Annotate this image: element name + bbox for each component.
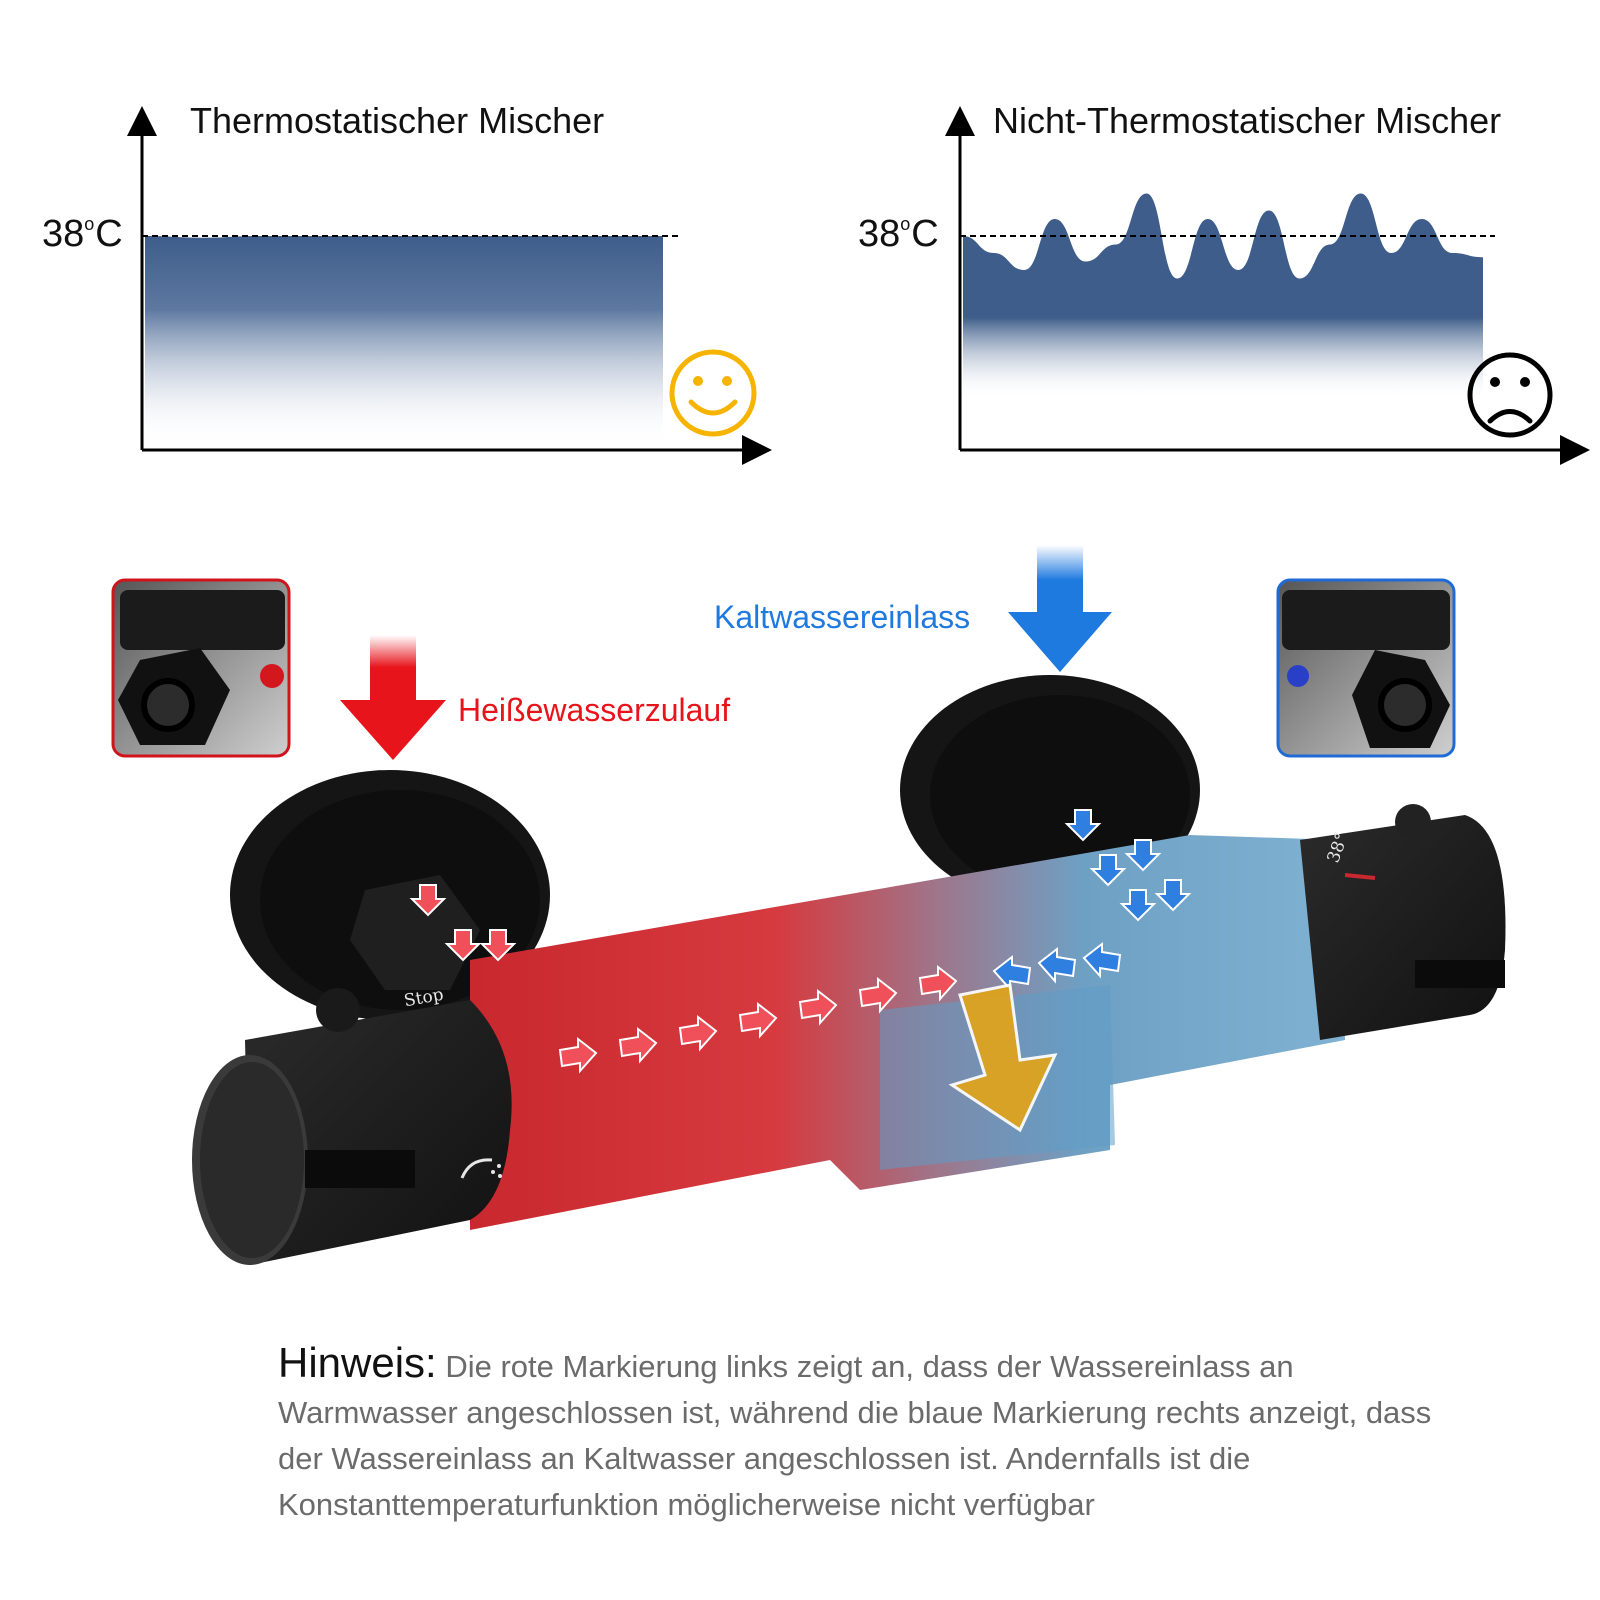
chart-thermostatic bbox=[127, 106, 772, 465]
hot-wall-escutcheon bbox=[230, 770, 550, 1020]
hot-inlet-arrow-icon bbox=[340, 635, 446, 760]
chart-non-thermostatic bbox=[945, 106, 1590, 465]
temperature-handle bbox=[1300, 804, 1506, 1040]
chart-title-thermostatic: Thermostatischer Mischer bbox=[190, 100, 605, 141]
valve-body bbox=[470, 835, 1345, 1230]
cold-inlet-label: Kaltwassereinlass bbox=[714, 599, 971, 635]
note-text: Die rote Markierung links zeigt an, dass… bbox=[278, 1349, 1432, 1522]
shower-icon bbox=[460, 1158, 502, 1179]
flow-handle bbox=[192, 988, 512, 1265]
cold-connection-thumbnail bbox=[1276, 578, 1456, 758]
chart-title-non-thermostatic: Nicht-Thermostatischer Mischer bbox=[993, 100, 1502, 141]
sad-face-icon bbox=[1467, 352, 1553, 438]
hot-flow-arrows bbox=[409, 884, 958, 1074]
cold-flow-arrows bbox=[992, 809, 1192, 992]
happy-face-icon bbox=[669, 349, 757, 437]
note-lead: Hinweis: bbox=[278, 1339, 437, 1386]
hot-connection-thumbnail bbox=[111, 578, 291, 758]
area-thermostatic bbox=[145, 236, 663, 446]
note-paragraph: Hinweis: Die rote Markierung links zeigt… bbox=[278, 1340, 1438, 1528]
reference-label-right: 38oC bbox=[858, 213, 939, 255]
reference-label-left: 38oC bbox=[42, 213, 123, 255]
hot-inlet-label: Heißewasserzulauf bbox=[458, 692, 731, 728]
area-non-thermostatic bbox=[963, 193, 1483, 400]
mixed-outlet-arrow-icon bbox=[948, 983, 1058, 1133]
cold-inlet-arrow-icon bbox=[1008, 545, 1112, 672]
